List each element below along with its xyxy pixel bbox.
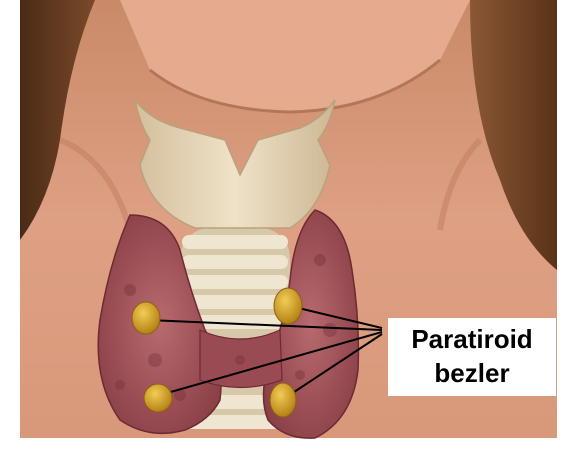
parathyroid-label: Paratiroid bezler (388, 318, 556, 396)
parathyroid-gland-upper-left (132, 302, 160, 334)
label-line-1: Paratiroid (392, 322, 552, 356)
parathyroid-gland-lower-left (144, 384, 172, 412)
parathyroid-gland-upper-right (274, 288, 302, 324)
label-line-2: bezler (392, 356, 552, 390)
parathyroid-gland-lower-right (270, 383, 296, 417)
